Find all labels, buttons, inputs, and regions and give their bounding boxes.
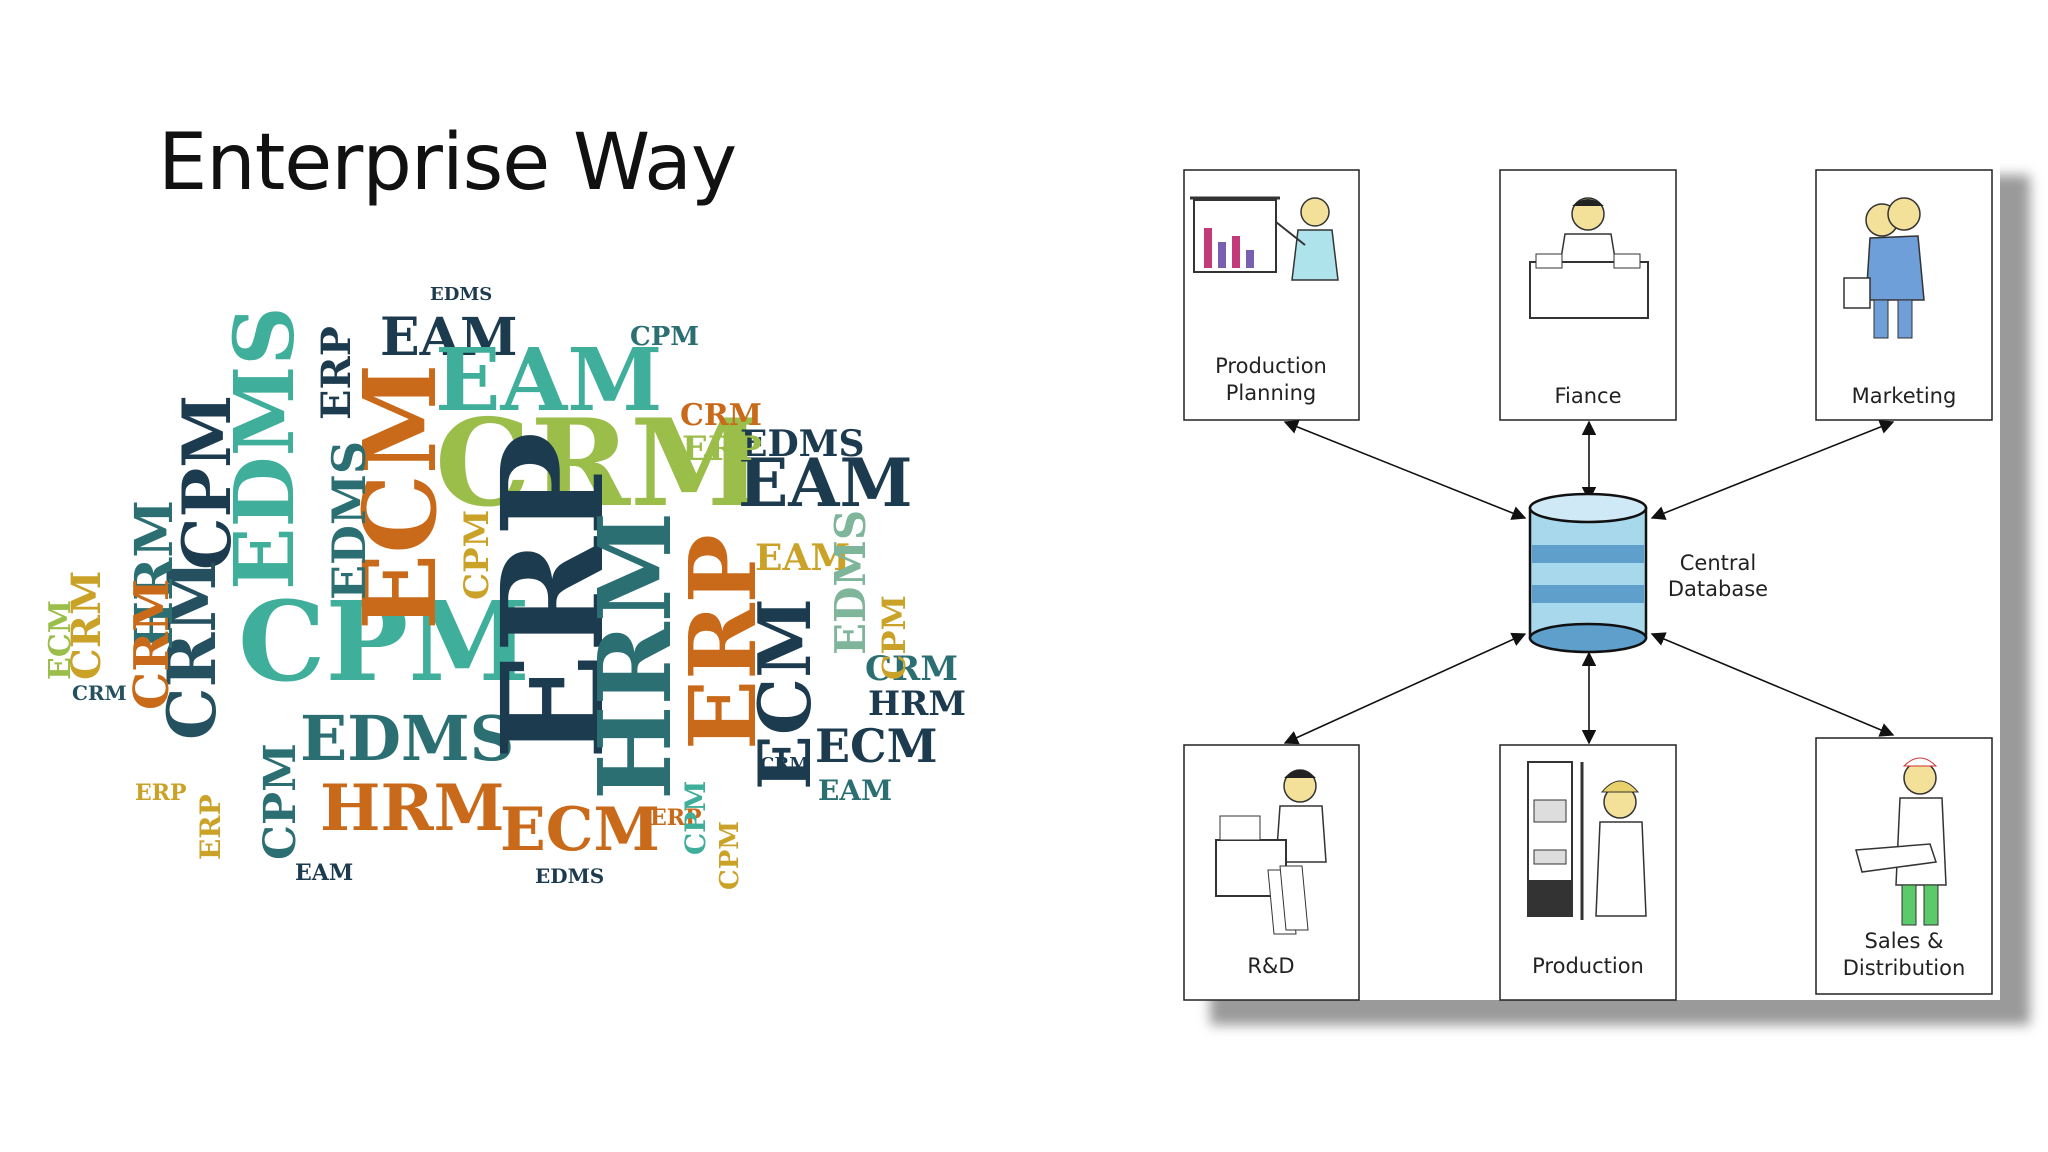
word-cloud-word: EAM: [738, 444, 913, 522]
word-cloud-word: ECM: [815, 719, 938, 773]
department-box-sales-distribution: Sales & Distribution: [1815, 737, 1993, 995]
arrow-production-planning: [1283, 420, 1527, 520]
word-cloud-word: EDMS: [300, 702, 514, 775]
word-cloud-word: CPM: [630, 322, 699, 352]
production-planning-label-line2: Planning: [1226, 381, 1316, 405]
factory-worker-icon: [1527, 761, 1647, 920]
presentation-chart-icon: [1190, 196, 1339, 281]
department-box-marketing: Marketing: [1815, 169, 1993, 421]
arrow-sales-distribution: [1650, 632, 1895, 737]
word-cloud-word: EDMS: [217, 306, 313, 590]
word-cloud-word: EDMS: [322, 441, 376, 600]
word-cloud-word: HRM: [320, 771, 505, 846]
salespeople-icon: [1843, 197, 1925, 339]
connector-arrows: [1283, 420, 1895, 745]
salesman-with-tray-icon: [1855, 757, 1947, 926]
department-box-production: Production: [1499, 744, 1677, 1001]
word-cloud-word: ECM: [43, 600, 78, 680]
word-cloud-word: EAM: [435, 330, 662, 431]
word-cloud-word: CPM: [679, 781, 712, 855]
department-box-finance: Fiance: [1499, 169, 1677, 421]
word-cloud-word: HRM: [868, 684, 966, 724]
word-cloud-image: EAM EAM CRM EAM EDMS CPM EDMS HRM ECM EC…: [43, 284, 966, 890]
central-database-label-line1: Central: [1680, 551, 1756, 575]
accountant-at-desk-icon: [1529, 197, 1649, 319]
word-cloud-word: HRM: [124, 500, 185, 650]
sales-distribution-label-line2: Distribution: [1843, 956, 1966, 980]
word-cloud-word: ERP: [313, 326, 360, 420]
word-cloud-word: CRM: [72, 681, 127, 705]
word-cloud-word: CRM: [865, 649, 958, 689]
word-cloud-word: ECM: [742, 598, 827, 790]
word-cloud-word: CPM: [255, 743, 306, 860]
word-cloud-word: ECM: [341, 363, 459, 630]
word-cloud-word: EDMS: [826, 510, 875, 655]
arrow-rnd: [1283, 632, 1527, 745]
word-cloud-word: EAM: [380, 307, 518, 368]
word-cloud-word: ERP: [650, 805, 702, 831]
production-label: Production: [1532, 954, 1644, 978]
finance-label: Fiance: [1554, 384, 1621, 408]
word-cloud-word: HRM: [576, 512, 694, 800]
word-cloud-word: EAM: [295, 860, 353, 886]
word-cloud-word: EDMS: [430, 284, 492, 305]
word-cloud-word: CRM: [435, 393, 763, 534]
department-box-production-planning: Production Planning: [1183, 169, 1360, 421]
word-cloud-word: CRM: [760, 754, 809, 775]
word-cloud-word: CPM: [238, 577, 530, 706]
word-cloud-word: ERP: [669, 534, 777, 750]
word-cloud-word: CPM: [168, 395, 246, 570]
word-cloud-word: CPM: [875, 595, 913, 680]
word-cloud-word: ECM: [500, 795, 660, 865]
rnd-label: R&D: [1247, 954, 1294, 978]
sales-distribution-label-line1: Sales &: [1865, 929, 1944, 953]
word-cloud-word: CPM: [715, 821, 745, 890]
central-database-label-line2: Database: [1668, 577, 1768, 601]
word-cloud-word: ERP: [472, 432, 636, 760]
word-cloud-word: CRM: [63, 571, 110, 680]
marketing-label: Marketing: [1852, 384, 1957, 408]
word-cloud-word: CRM: [680, 398, 762, 433]
central-database-icon: [1528, 492, 1648, 654]
word-cloud-word: CRM: [153, 560, 231, 740]
arrow-marketing: [1650, 420, 1895, 520]
word-cloud-word: EDMS: [535, 864, 604, 888]
scientist-icon: [1215, 769, 1327, 935]
slide-title: Enterprise Way: [158, 118, 737, 208]
word-cloud-word: EDMS: [740, 423, 865, 465]
word-cloud-word: CPM: [457, 510, 497, 600]
word-cloud-word: CRM: [124, 579, 180, 710]
word-cloud-word: ERP: [682, 429, 762, 469]
word-cloud-word: EAM: [755, 537, 850, 579]
department-box-rnd: R&D: [1183, 744, 1360, 1001]
word-cloud-word: ERP: [194, 794, 227, 860]
production-planning-label-line1: Production: [1215, 354, 1327, 378]
enterprise-diagram: Central Database Production Planning: [1180, 160, 2030, 1025]
word-cloud-word: EAM: [818, 774, 892, 807]
word-cloud-word: ERP: [135, 780, 187, 806]
